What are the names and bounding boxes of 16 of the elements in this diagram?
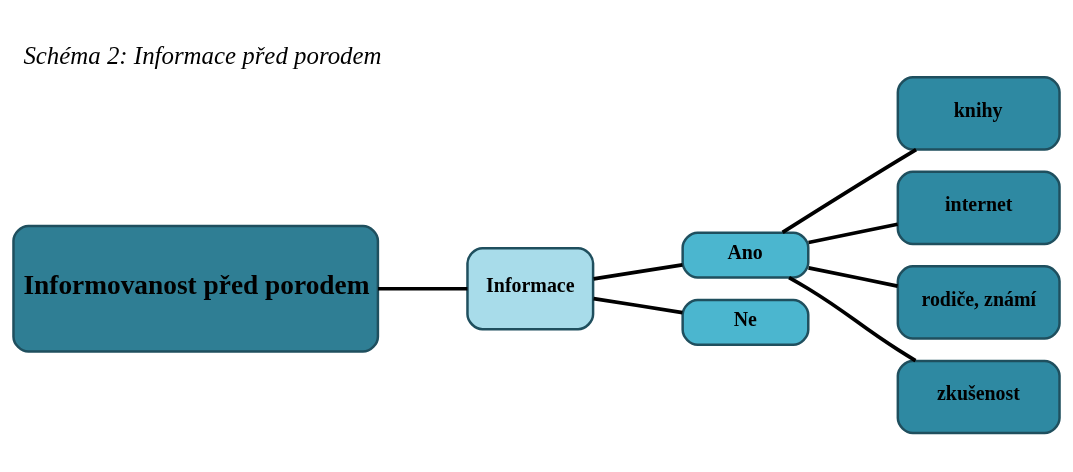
node-box: Informovanost před porodem bbox=[12, 224, 380, 353]
node-box: Ano bbox=[681, 231, 810, 279]
connector bbox=[593, 296, 683, 314]
connector bbox=[781, 147, 918, 234]
node-box: zkušenost bbox=[896, 359, 1061, 434]
connector bbox=[788, 275, 917, 362]
diagram-title: Schéma 2: Informace před porodem bbox=[23, 41, 382, 69]
node-box: internet bbox=[896, 170, 1061, 245]
node-box: Ne bbox=[681, 298, 810, 346]
connector bbox=[808, 265, 898, 288]
connector bbox=[808, 221, 898, 244]
node-box: Informace bbox=[466, 246, 595, 330]
connector bbox=[378, 286, 468, 291]
connector bbox=[593, 262, 683, 281]
node-box: knihy bbox=[896, 75, 1061, 151]
node-box: rodiče, známí bbox=[896, 264, 1061, 340]
